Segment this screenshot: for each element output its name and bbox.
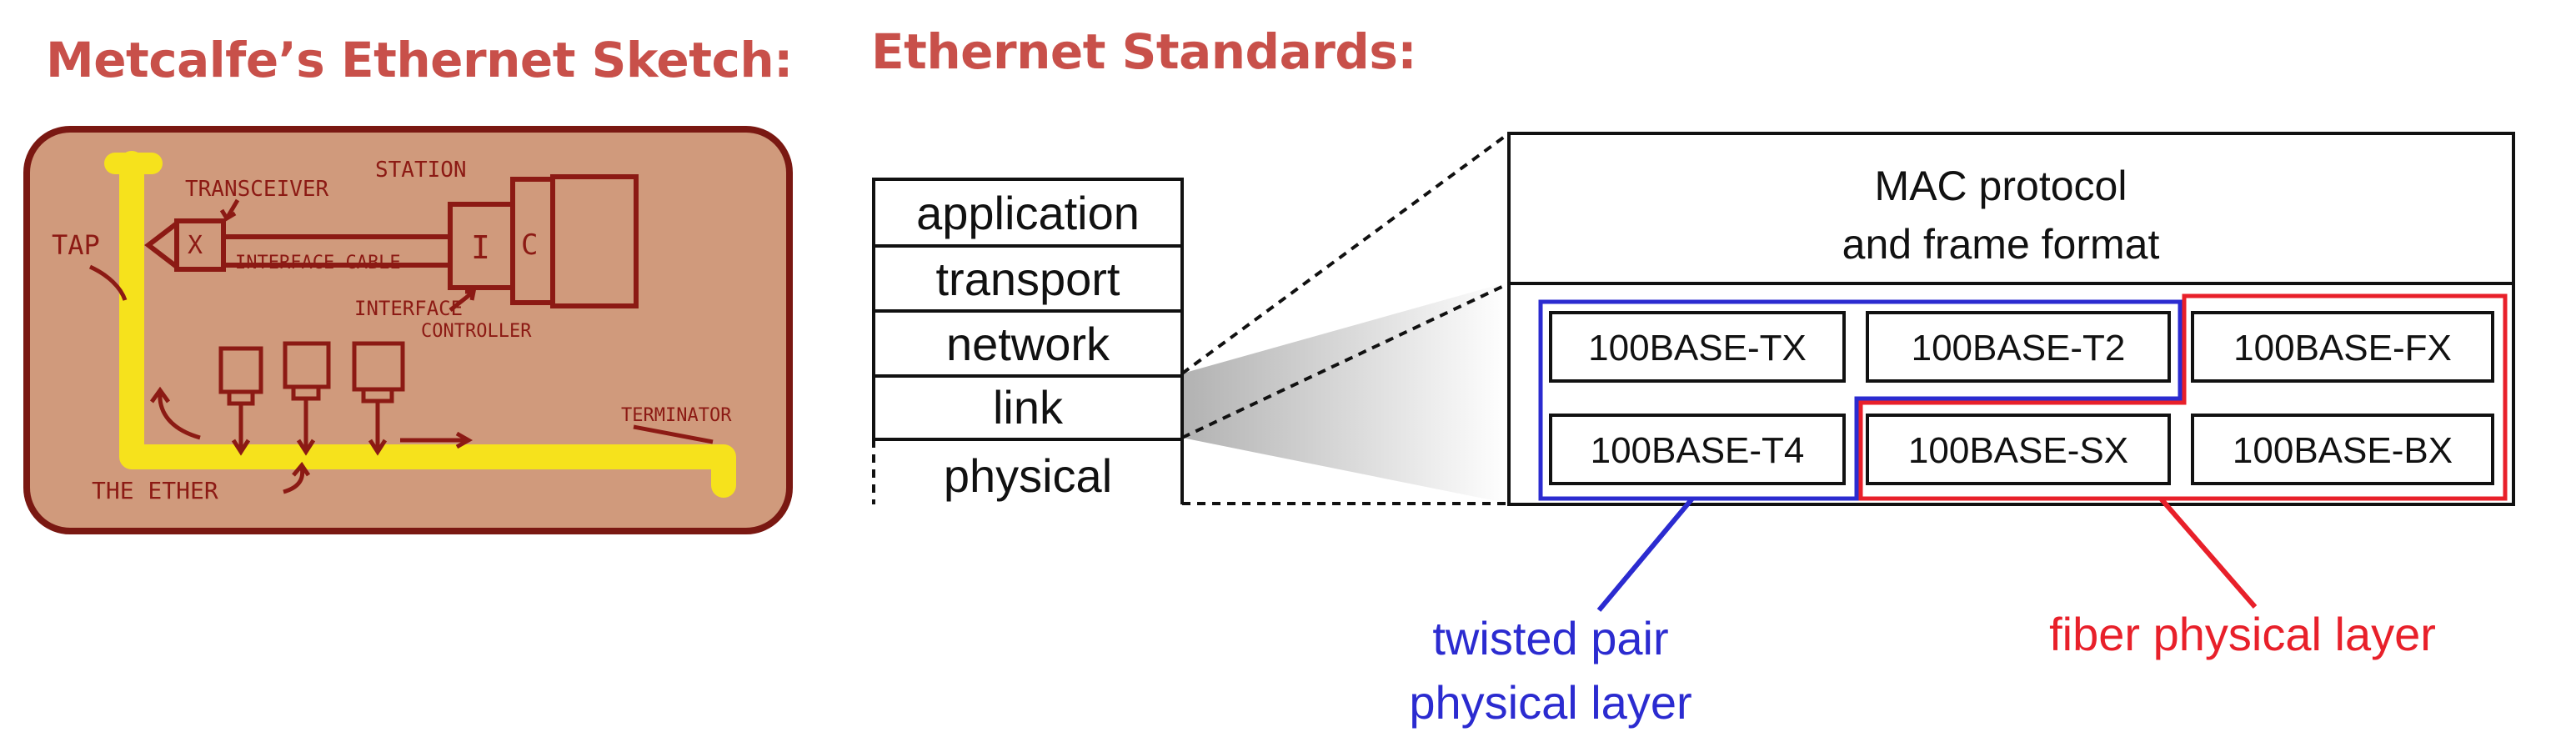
- zoom-lines: [1180, 132, 1511, 505]
- terminator-arrow: [633, 424, 714, 444]
- twisted-pair-label-line2: physical layer: [1409, 676, 1691, 729]
- drop-arrow-1: [231, 404, 251, 456]
- heading-metcalfe-sketch: Metcalfe’s Ethernet Sketch:: [46, 32, 793, 88]
- interface-cable-label: INTERFACE CABLE: [235, 253, 401, 273]
- sketch-card: [23, 126, 793, 534]
- zoom-line-2: [1181, 282, 1510, 439]
- zoom-funnel-shade: [1182, 282, 1509, 504]
- std-100base-bx-box: [2191, 414, 2494, 485]
- std-100base-fx: 100BASE-FX: [2233, 328, 2452, 368]
- controller-c-label: C: [521, 228, 538, 262]
- std-100base-sx: 100BASE-SX: [1908, 430, 2128, 471]
- interface-label: INTERFACE: [354, 297, 463, 320]
- layer-physical-box: [874, 439, 1182, 504]
- transceiver-arrow: [219, 198, 240, 222]
- signal-arrow: [400, 431, 474, 449]
- transceiver-x-label: X: [188, 231, 203, 260]
- drop-arrow-2: [296, 399, 316, 456]
- ether-arrow-left: [149, 386, 201, 440]
- transceiver-label: TRANSCEIVER: [185, 177, 329, 202]
- callout-labels: twisted pair physical layer fiber physic…: [1409, 608, 2436, 729]
- std-100base-fx-box: [2191, 311, 2494, 383]
- the-ether-label: THE ETHER: [92, 477, 218, 504]
- layer-physical-border: [874, 438, 1184, 504]
- tap-label: TAP: [52, 229, 100, 261]
- twisted-pair-group-outline: [1538, 299, 2183, 501]
- layer-network: network: [946, 318, 1110, 370]
- layer-transport-box: [872, 244, 1184, 313]
- fiber-label: fiber physical layer: [2049, 608, 2436, 660]
- layer-application-box: [872, 178, 1184, 248]
- std-100base-t4: 100BASE-T4: [1591, 430, 1805, 471]
- mac-protocol-line1: MAC protocol: [1875, 163, 2127, 209]
- twisted-pair-label-line1: twisted pair: [1432, 612, 1668, 664]
- mac-protocol-box: [1507, 132, 2515, 285]
- station-label: STATION: [375, 158, 467, 183]
- layer-physical: physical: [944, 449, 1112, 502]
- layer-link: link: [993, 381, 1064, 434]
- drop-arrow-3: [368, 401, 388, 456]
- std-100base-t2-box: [1866, 311, 2171, 383]
- the-ether-arrow: [283, 461, 311, 494]
- mac-protocol-text: MAC protocol and frame format: [1842, 163, 2160, 268]
- protocol-stack-labels: application transport network link physi…: [916, 187, 1140, 502]
- controller-label: CONTROLLER: [421, 321, 532, 342]
- standard-boxes: [1549, 311, 2494, 485]
- layer-application: application: [916, 187, 1140, 239]
- mac-protocol-line2: and frame format: [1842, 221, 2160, 268]
- zoom-line-1: [1180, 132, 1511, 375]
- small-stations: [88, 198, 714, 494]
- std-100base-tx-box: [1549, 311, 1846, 383]
- std-100base-bx: 100BASE-BX: [2233, 430, 2453, 471]
- twisted-pair-callout-line: [1596, 497, 1695, 612]
- fiber-callout-line: [2158, 497, 2258, 609]
- std-100base-t4-box: [1549, 414, 1846, 485]
- heading-ethernet-standards: Ethernet Standards:: [871, 23, 1417, 80]
- protocol-stack: [872, 178, 1184, 504]
- std-100base-tx: 100BASE-TX: [1588, 328, 1807, 368]
- layer-transport: transport: [936, 253, 1120, 305]
- transceiver-box: [174, 218, 226, 272]
- interface-i-label: I: [471, 229, 490, 266]
- std-100base-t2: 100BASE-T2: [1912, 328, 2126, 368]
- terminator-label: TERMINATOR: [621, 405, 732, 426]
- interface-arrow: [449, 289, 477, 312]
- station-box: [550, 174, 639, 308]
- std-100base-sx-box: [1866, 414, 2171, 485]
- ether-cable: [119, 151, 736, 498]
- layer-network-box: [872, 309, 1184, 378]
- tap-arrow: [88, 264, 128, 301]
- metcalfe-sketch: TRANSCEIVER STATION TAP X INTERFACE CABL…: [23, 126, 793, 534]
- standard-labels: 100BASE-TX 100BASE-T2 100BASE-FX 100BASE…: [1588, 328, 2453, 471]
- layer-link-box: [872, 374, 1184, 441]
- fiber-group-outline: [1858, 293, 2508, 501]
